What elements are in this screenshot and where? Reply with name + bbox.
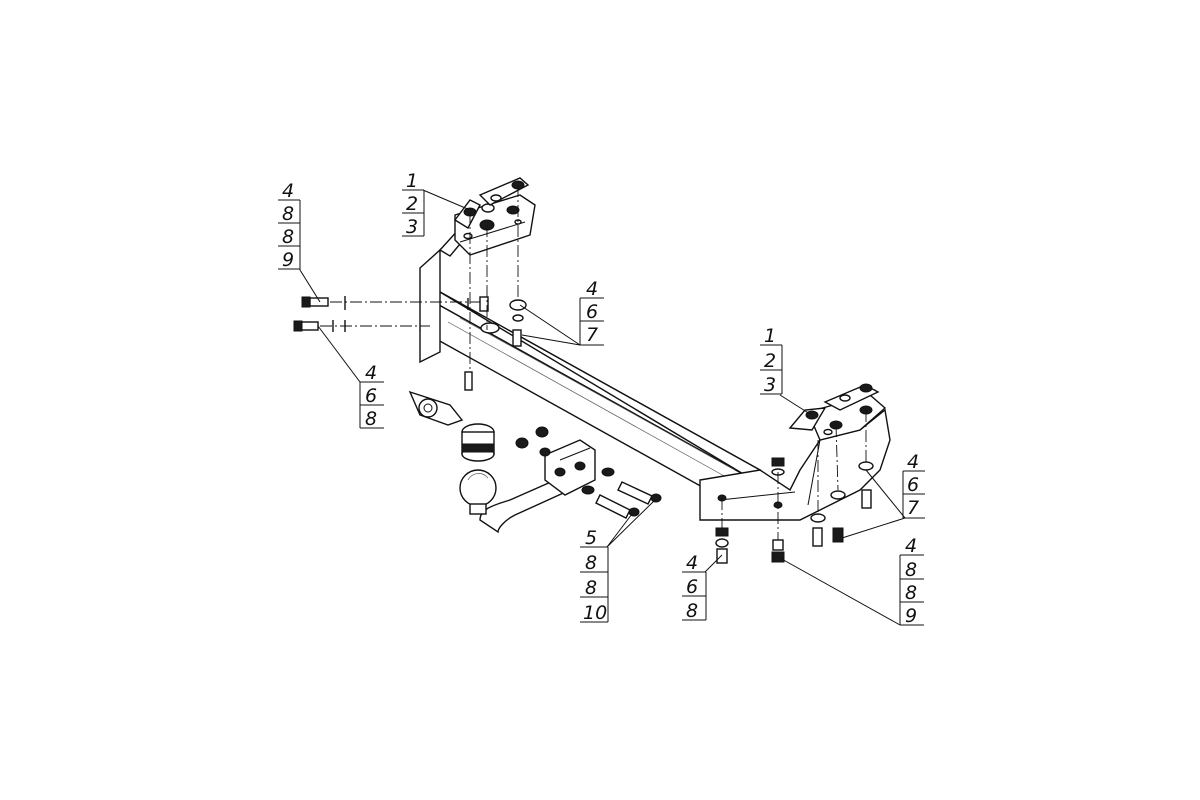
callout-stack-4-8-8-9-right: 4 8 8 9 [899, 535, 924, 627]
tow-ball-neck [479, 439, 596, 534]
callout-number: 4 [282, 180, 294, 202]
callout-number: 10 [583, 602, 607, 624]
callout-number: 4 [365, 362, 377, 384]
callout-stack-4-6-7-right: 4 6 7 [902, 451, 925, 519]
callout-number: 2 [764, 350, 776, 372]
callout-number: 8 [905, 582, 917, 604]
callout-number: 2 [406, 193, 418, 215]
callout-number: 6 [365, 385, 377, 407]
right-upper-plate [788, 383, 880, 431]
center-washers-nuts [464, 299, 527, 391]
callout-number: 8 [282, 203, 294, 225]
callout-number: 9 [905, 605, 917, 627]
electrical-socket-bracket [408, 390, 464, 426]
callout-number: 6 [586, 301, 598, 323]
left-side-bolts [293, 296, 489, 332]
callout-number: 8 [686, 600, 698, 622]
callout-stack-1-2-3-right: 1 2 3 [760, 325, 783, 396]
callout-number: 5 [585, 527, 597, 549]
tow-ball [459, 469, 497, 515]
callout-stack-4-6-7-center: 4 6 7 [579, 278, 604, 346]
callout-number: 3 [764, 374, 776, 396]
callout-number: 3 [406, 216, 418, 238]
tow-ball-cap [461, 423, 495, 462]
callout-stack-4-6-8-bottom: 4 6 8 [682, 552, 707, 622]
leader-lines [299, 189, 906, 626]
callout-number: 8 [585, 552, 597, 574]
callout-number: 6 [686, 576, 698, 598]
callout-number: 9 [282, 249, 294, 271]
callout-number: 6 [907, 474, 919, 496]
callout-number: 8 [282, 226, 294, 248]
callout-number: 4 [686, 552, 698, 574]
callout-number: 1 [764, 325, 776, 347]
callout-number: 1 [406, 170, 418, 192]
assembly-axis-lines [320, 185, 867, 540]
callout-stack-4-6-8-left: 4 6 8 [359, 362, 384, 430]
left-upper-plate [453, 177, 530, 229]
ball-mount-bolts [515, 426, 662, 519]
callout-number: 8 [905, 559, 917, 581]
callout-number: 7 [907, 497, 919, 519]
callout-number: 8 [365, 408, 377, 430]
callout-number: 4 [905, 535, 917, 557]
callout-number: 4 [586, 278, 598, 300]
callout-number: 7 [586, 324, 598, 346]
callout-stack-5-8-8-10: 5 8 8 10 [580, 527, 609, 624]
callout-number: 4 [907, 451, 919, 473]
callout-stack-1-2-3-left: 1 2 3 [402, 170, 425, 238]
callout-stack-4-8-8-9-left: 4 8 8 9 [278, 180, 301, 271]
callout-number: 8 [585, 577, 597, 599]
